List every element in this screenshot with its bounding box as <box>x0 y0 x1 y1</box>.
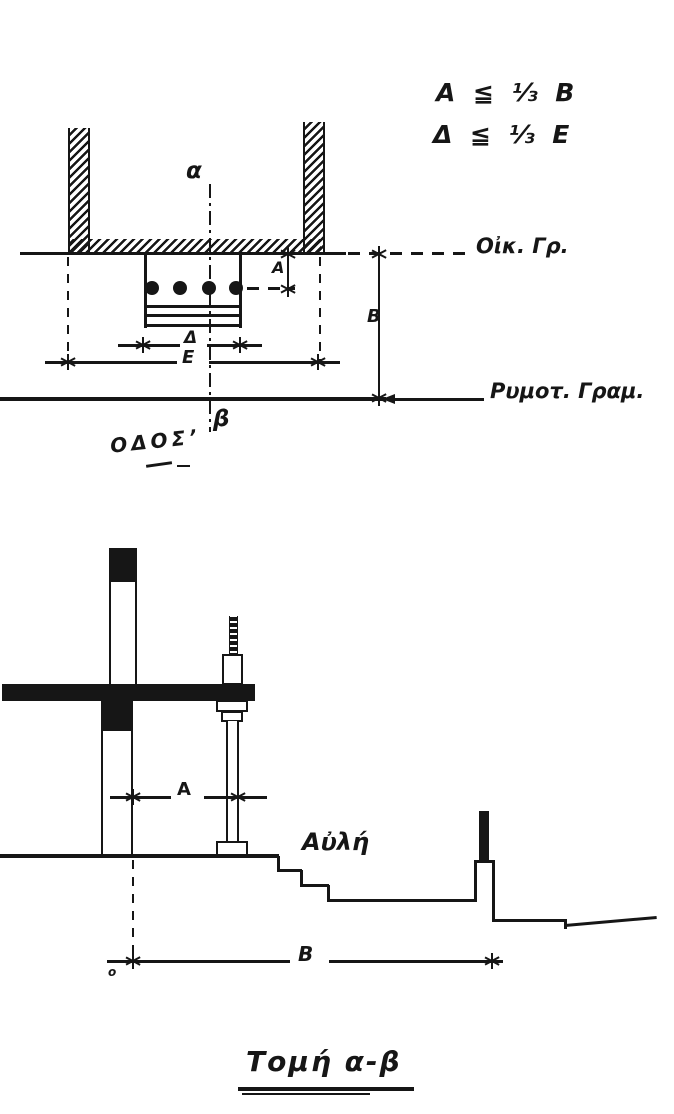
caption-underline-thick <box>238 1087 414 1091</box>
plan-column-dot-4 <box>229 281 243 295</box>
ground-line-upper <box>0 854 279 858</box>
plan-dim-delta-label: Δ <box>184 328 198 348</box>
section-dim-b-label: Β <box>298 942 314 966</box>
section-column-finial-rod <box>229 616 238 657</box>
plan-wall-right <box>303 122 325 254</box>
step-tread-2 <box>300 884 329 887</box>
dim-marker-star <box>125 789 141 805</box>
courtyard-label: Αὐλή <box>302 828 370 856</box>
building-line <box>20 252 346 255</box>
section-column-capital <box>222 654 243 685</box>
caption-underline-thin <box>242 1093 370 1095</box>
dim-marker-star <box>60 354 76 370</box>
street-line-leader <box>394 398 484 401</box>
step-riser-3 <box>327 885 330 902</box>
dim-marker-star <box>135 337 151 353</box>
street-line-leader-arrow <box>382 394 395 404</box>
section-axis-centerline <box>209 184 211 432</box>
plan-facade-hatch-strip <box>68 239 321 253</box>
section-dim-b-line-right <box>329 960 503 963</box>
dim-marker-star <box>310 354 326 370</box>
dim-marker-star <box>125 953 141 969</box>
step-riser-2 <box>300 870 303 886</box>
ground-line-rising <box>564 915 657 927</box>
plan-dim-b-label: Β <box>367 306 381 327</box>
plan-projection-dashed-right <box>319 257 321 362</box>
plan-wall-left <box>68 128 90 254</box>
street-name-underline-1 <box>145 461 173 468</box>
street-alignment-line <box>0 397 386 401</box>
section-projection-dashed <box>132 860 134 958</box>
step-tread-1 <box>277 869 302 872</box>
section-wall-cap <box>109 548 137 583</box>
drawing-caption: Τομή α-β <box>246 1045 402 1078</box>
plan-column-dot-2 <box>173 281 187 295</box>
step-riser-1 <box>277 856 280 872</box>
plan-dim-b-line <box>378 255 380 399</box>
dim-marker-star <box>230 789 246 805</box>
plan-dim-e-label: Ε <box>182 347 195 368</box>
plan-projection-dashed-left <box>67 257 69 362</box>
plan-dim-e-line-left <box>45 361 177 364</box>
curb-left-edge <box>474 861 477 902</box>
section-dim-a-label: Α <box>177 779 191 800</box>
ground-line-lower <box>494 919 567 922</box>
curb-right-edge <box>492 860 495 922</box>
column-axis-leader-dashed <box>247 287 295 290</box>
balcony-step-line-3 <box>144 324 242 327</box>
plan-dim-a-label: Α <box>272 258 285 277</box>
balcony-step-line-2 <box>144 314 242 317</box>
plan-column-dot-1 <box>145 281 159 295</box>
courtyard-ground-line <box>327 899 476 902</box>
section-wall-upper-shaft <box>109 582 137 685</box>
plan-dim-a-line <box>287 255 289 289</box>
dim-marker-star <box>232 337 248 353</box>
section-axis-top-label: α <box>186 158 202 184</box>
plan-dim-e-line-right <box>209 361 340 364</box>
street-name-label: ΟΔΟΣ’ <box>108 424 202 458</box>
balcony-step-line-1 <box>144 305 242 308</box>
section-column-shaft <box>226 721 239 844</box>
corner-mark: o <box>108 965 117 979</box>
street-name-underline-2 <box>177 465 190 467</box>
section-roof-slab <box>2 684 255 701</box>
formula-rule-2: Δ ≦ ⅓ Ε <box>433 120 570 149</box>
dim-marker-star <box>280 281 296 297</box>
building-line-label: Οἰκ. Γρ. <box>476 234 569 258</box>
dim-marker-star <box>371 246 387 262</box>
street-line-label: Ρυμοτ. Γραμ. <box>490 379 645 403</box>
section-dim-b-line-left <box>107 960 290 963</box>
building-line-dashed-extension <box>348 252 466 255</box>
dim-marker-star <box>280 246 296 262</box>
section-wall-block-below-slab <box>101 700 133 731</box>
formula-rule-1: Α ≦ ⅓ Β <box>436 78 575 107</box>
dim-marker-star <box>484 953 500 969</box>
boundary-post <box>479 811 489 862</box>
section-axis-bottom-label: β <box>213 406 230 432</box>
